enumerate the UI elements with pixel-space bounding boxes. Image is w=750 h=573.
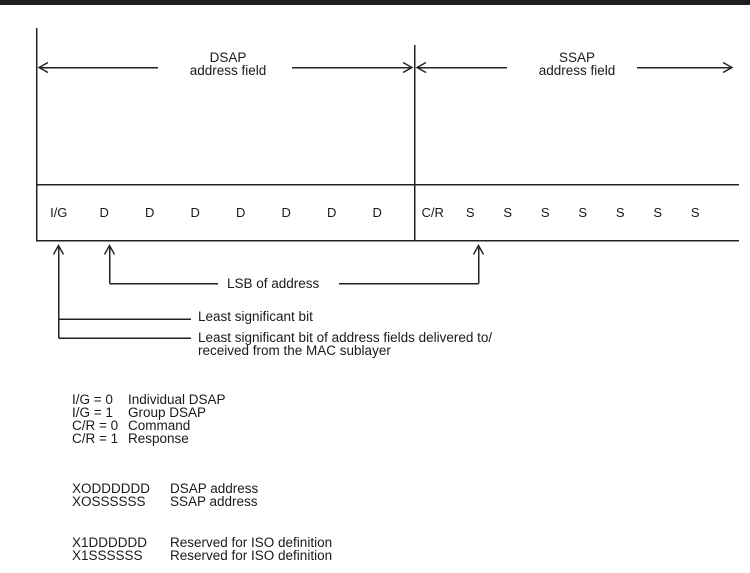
dsap-bit-cells: I/G D D D D D D D	[36, 185, 400, 240]
bit-cell-cr: C/R	[421, 205, 444, 220]
top-divider-rule	[0, 0, 750, 5]
bit-cell-d: D	[327, 205, 337, 220]
least-significant-bit-long-line2: received from the MAC sublayer	[198, 343, 391, 358]
legend-value: DSAP address	[170, 481, 259, 496]
bit-cell-d: D	[99, 205, 109, 220]
bit-cell-s: S	[690, 205, 700, 220]
dsap-field-title: DSAP	[209, 50, 247, 65]
legend-address-patterns: XODDDDDD DSAP address XOSSSSSS SSAP addr…	[72, 481, 259, 509]
legend-value: Response	[128, 431, 189, 446]
ig-up-arrowhead	[52, 244, 65, 255]
bit-cell-s: S	[578, 205, 588, 220]
structure-lines	[35, 28, 739, 339]
legend-key: C/R = 0	[72, 418, 119, 433]
legend-key: XODDDDDD	[72, 481, 151, 496]
legend-row: I/G = 0 Individual DSAP	[72, 392, 226, 407]
bit-cell-d: D	[281, 205, 291, 220]
dsap-lsb-up-arrowhead	[103, 244, 116, 255]
legend-key: XOSSSSSS	[72, 494, 146, 509]
bit-cell-s: S	[615, 205, 625, 220]
ssap-lsb-up-arrowhead	[472, 244, 485, 255]
legend-value: Command	[128, 418, 191, 433]
ssap-field-title: SSAP	[558, 50, 596, 65]
legend-value: Individual DSAP	[128, 392, 226, 407]
legend-bit-meanings: I/G = 0 Individual DSAP I/G = 1 Group DS…	[72, 392, 226, 446]
legend-row: XOSSSSSS SSAP address	[72, 494, 258, 509]
bit-cell-s: S	[465, 205, 475, 220]
arrowheads	[37, 61, 734, 255]
bit-cell-d: D	[145, 205, 155, 220]
bit-cell-s: S	[503, 205, 513, 220]
legend-key: X1SSSSSS	[72, 548, 143, 563]
legend-reserved-patterns: X1DDDDDD Reserved for ISO definition X1S…	[72, 535, 333, 563]
least-significant-bit-label: Least significant bit	[198, 309, 313, 324]
legend-key: C/R = 1	[72, 431, 119, 446]
legend-row: C/R = 0 Command	[72, 418, 226, 433]
bit-cell-d: D	[190, 205, 200, 220]
bit-cell-d: D	[236, 205, 246, 220]
dsap-left-arrowhead	[37, 61, 49, 74]
legend-row: XODDDDDD DSAP address	[72, 481, 259, 496]
dsap-field-label: DSAP address field	[158, 50, 298, 78]
ssap-field-label: SSAP address field	[507, 50, 647, 78]
legend-row: I/G = 1 Group DSAP	[72, 405, 226, 420]
lsb-of-address-label: LSB of address	[227, 276, 320, 291]
bit-cell-ig: I/G	[50, 205, 68, 220]
bit-cell-d: D	[372, 205, 382, 220]
legend-row: C/R = 1 Response	[72, 431, 226, 446]
legend-key: I/G = 1	[72, 405, 113, 420]
ssap-right-arrowhead	[722, 61, 734, 74]
legend-key: I/G = 0	[72, 392, 113, 407]
legend-value: SSAP address	[170, 494, 258, 509]
legend-key: X1DDDDDD	[72, 535, 148, 550]
ssap-field-subtitle: address field	[538, 63, 616, 78]
bit-cell-s: S	[540, 205, 550, 220]
least-significant-bit-long-line1: Least significant bit of address fields …	[198, 330, 493, 345]
legend-value: Group DSAP	[128, 405, 207, 420]
ssap-left-arrowhead	[415, 61, 427, 74]
legend-row: X1SSSSSS Reserved for ISO definition	[72, 548, 333, 563]
ssap-bit-cells: C/R S S S S S S S	[414, 185, 714, 240]
legend-value: Reserved for ISO definition	[170, 535, 333, 550]
legend-row: X1DDDDDD Reserved for ISO definition	[72, 535, 333, 550]
legend-value: Reserved for ISO definition	[170, 548, 333, 563]
dsap-right-arrowhead	[402, 61, 414, 74]
least-significant-bit-long-label: Least significant bit of address fields …	[198, 330, 493, 358]
bit-cell-s: S	[653, 205, 663, 220]
dsap-field-subtitle: address field	[189, 63, 267, 78]
